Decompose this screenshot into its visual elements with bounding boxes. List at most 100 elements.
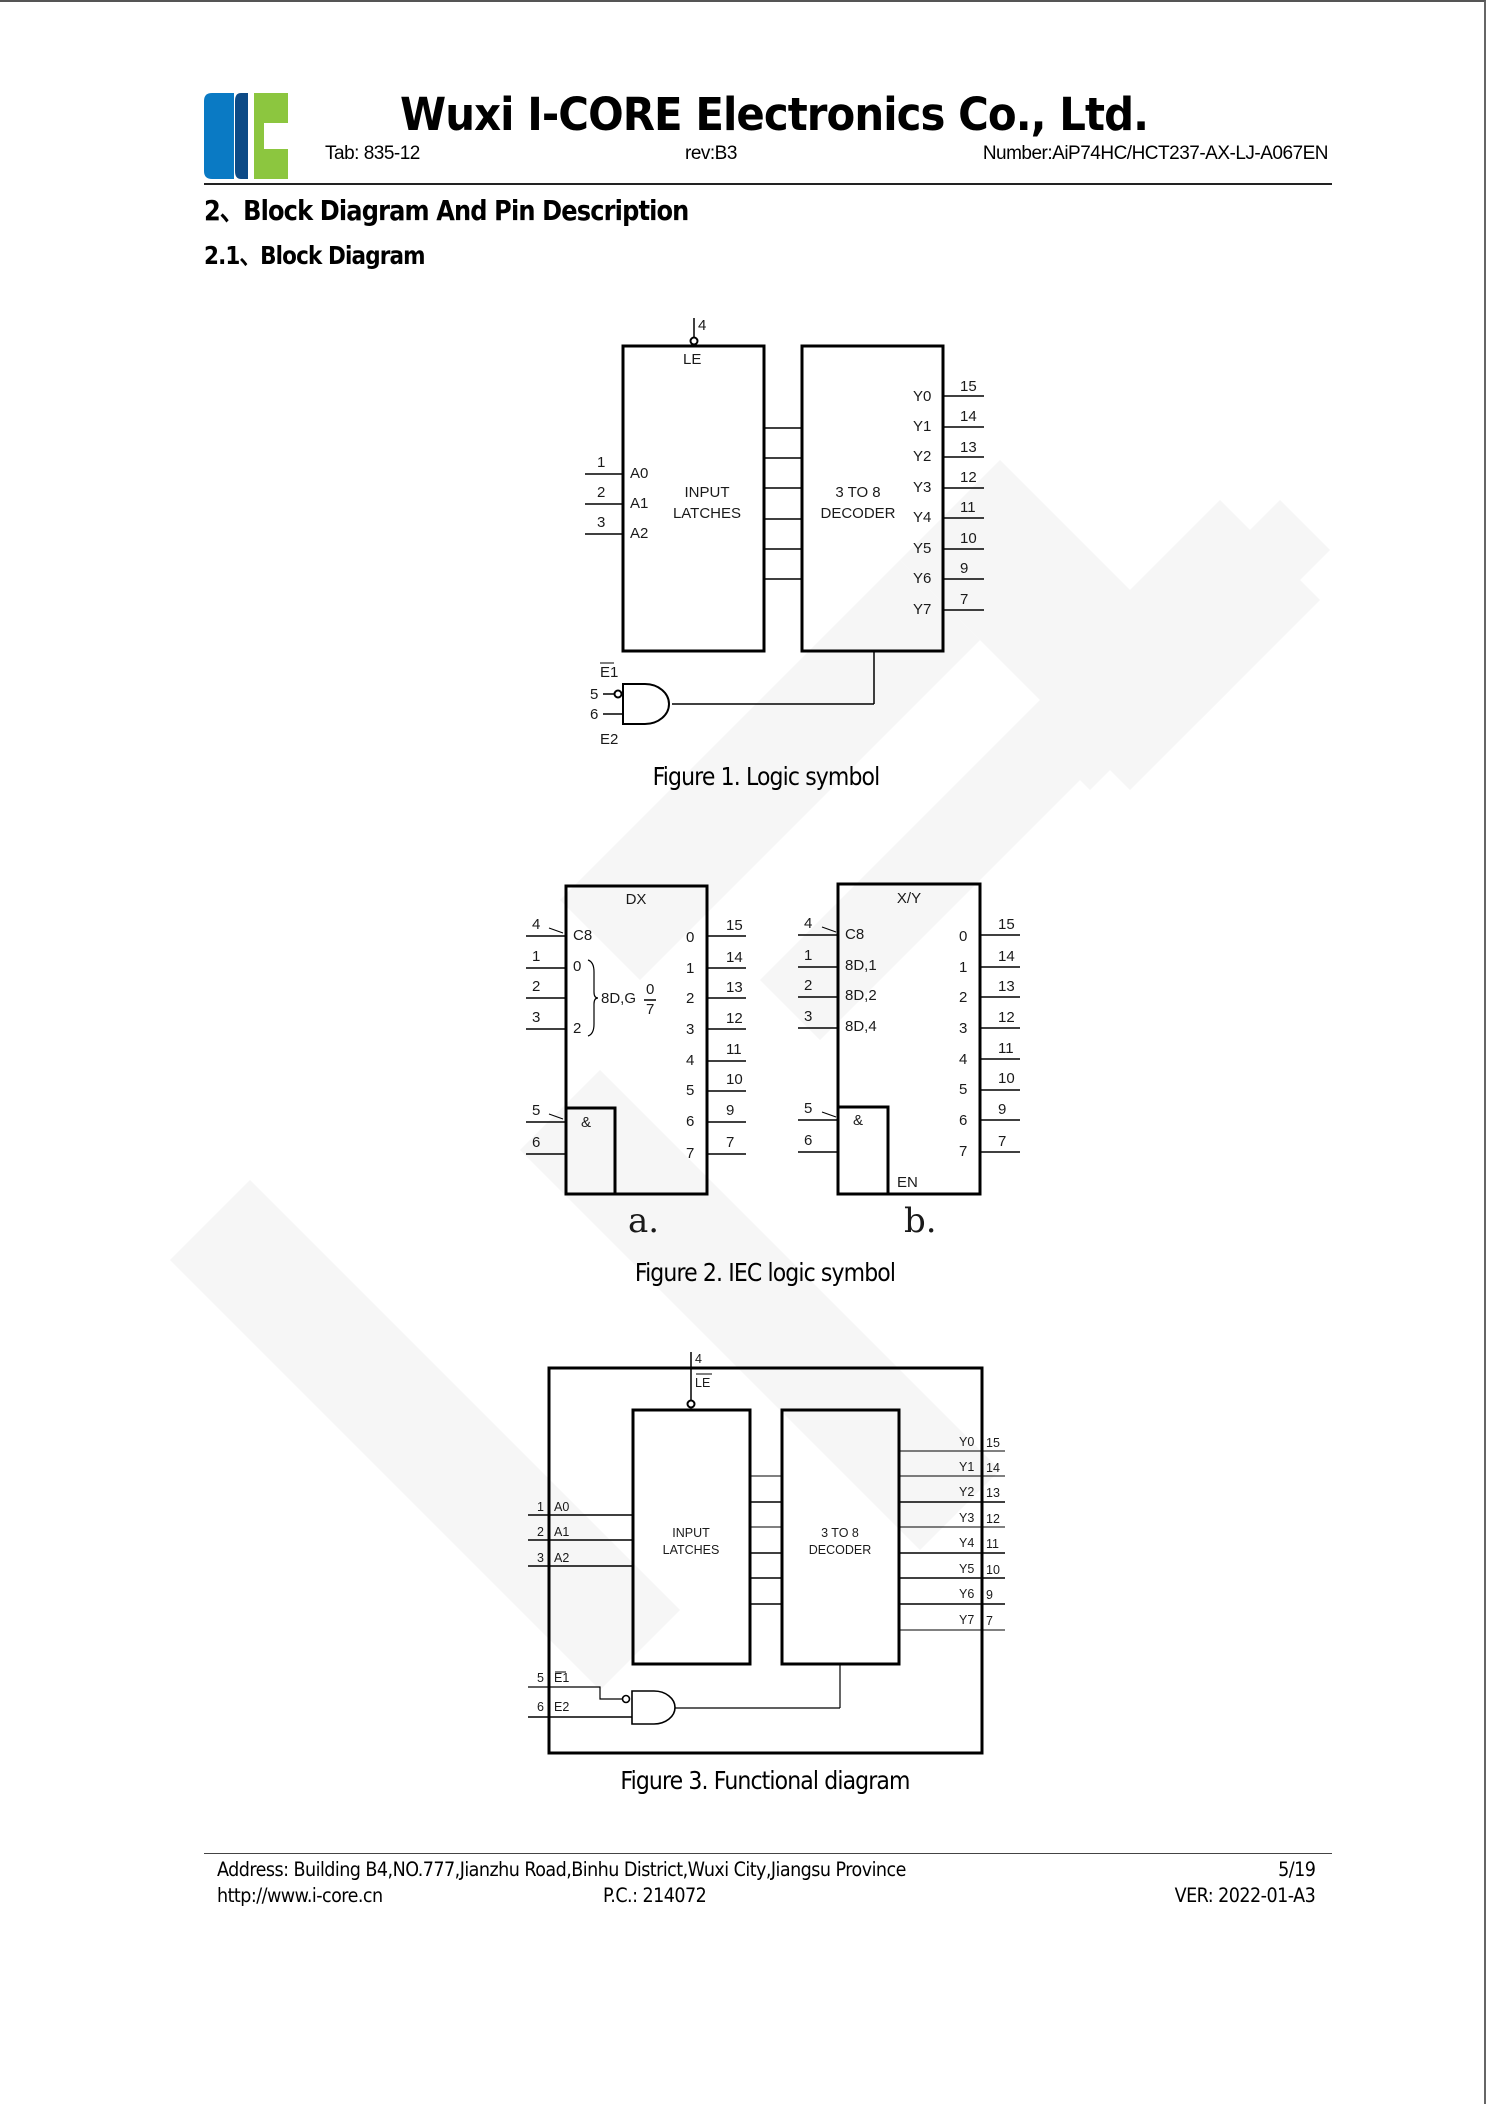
pin-number: 1 — [532, 948, 540, 965]
output-label: Y4 — [959, 1536, 974, 1550]
fraction-bottom: 7 — [646, 1001, 654, 1018]
output-label: Y4 — [913, 509, 931, 526]
pin-number: 3 — [532, 1009, 540, 1026]
footer-address: Address: Building B4,NO.777,Jianzhu Road… — [217, 1858, 906, 1881]
fraction-top: 0 — [646, 981, 654, 998]
pin-number: 5 — [532, 1102, 540, 1119]
pin-number: 11 — [998, 1040, 1014, 1057]
output-label: 4 — [686, 1052, 694, 1069]
and-label: & — [581, 1114, 591, 1131]
pin-number: 2 — [537, 1525, 544, 1539]
pin-number: 7 — [986, 1614, 993, 1628]
output-label: Y3 — [913, 479, 931, 496]
le-pin: 4 — [698, 317, 706, 334]
pin-number: 7 — [726, 1134, 734, 1151]
pin-number: 11 — [726, 1041, 742, 1058]
box-a-title: DX — [626, 891, 647, 908]
e1-label: E1 — [554, 1671, 569, 1685]
pin-number: 15 — [986, 1436, 1000, 1450]
pin-number: 7 — [998, 1133, 1006, 1150]
pin-number: 13 — [986, 1486, 1000, 1500]
pin-number: 15 — [960, 378, 977, 395]
pin-number: 11 — [986, 1537, 999, 1551]
output-label: 0 — [686, 929, 694, 946]
output-label: Y0 — [913, 388, 931, 405]
e2-label: E2 — [554, 1700, 569, 1714]
pin-number: 9 — [726, 1102, 734, 1119]
input-label: 8D,1 — [845, 957, 877, 974]
pin-number: 10 — [998, 1070, 1015, 1087]
input-label: 8D,4 — [845, 1018, 877, 1035]
footer-rule — [204, 1853, 1332, 1854]
pin-number: 1 — [597, 454, 605, 471]
en-label: EN — [897, 1174, 918, 1191]
output-label: 1 — [686, 960, 694, 977]
pin-number: 4 — [804, 915, 812, 932]
pin-number: 14 — [986, 1461, 1000, 1475]
revision: rev:B3 — [685, 143, 737, 164]
output-label: Y3 — [959, 1511, 974, 1525]
output-label: Y5 — [913, 540, 931, 557]
output-label: 6 — [959, 1112, 967, 1129]
footer-version: VER: 2022-01-A3 — [1174, 1884, 1315, 1907]
company-title: Wuxi I-CORE Electronics Co., Ltd. — [400, 88, 1149, 141]
output-label: Y0 — [959, 1435, 974, 1449]
pin-number: 6 — [537, 1700, 544, 1714]
pin-number: 5 — [590, 686, 598, 703]
input-label: 2 — [573, 1020, 581, 1037]
pin-number: 11 — [960, 499, 976, 516]
pin-number: 13 — [726, 979, 743, 996]
pin-number: 12 — [726, 1010, 743, 1027]
pin-number: 12 — [998, 1009, 1015, 1026]
pin-number: 5 — [804, 1100, 812, 1117]
tab-number: Tab: 835-12 — [325, 143, 420, 164]
e2-label: E2 — [600, 731, 618, 748]
pin-number: 3 — [804, 1008, 812, 1025]
section-heading: 2、Block Diagram And Pin Description — [204, 194, 689, 227]
company-logo — [204, 93, 288, 179]
e1-label: E1 — [600, 664, 618, 681]
pin-number: 12 — [960, 469, 977, 486]
pin-number: 2 — [532, 978, 540, 995]
latch-label: INPUT — [685, 484, 730, 501]
output-label: 7 — [959, 1143, 967, 1160]
latch-label: LATCHES — [663, 1543, 720, 1557]
output-label: 5 — [686, 1082, 694, 1099]
subsection-heading: 2.1、Block Diagram — [204, 241, 426, 270]
output-label: Y2 — [913, 448, 931, 465]
and-label: & — [853, 1112, 863, 1129]
output-label: 3 — [686, 1021, 694, 1038]
footer-postcode: P.C.: 214072 — [603, 1884, 707, 1907]
pin-number: 14 — [960, 408, 977, 425]
sub-label-a: a. — [628, 1201, 659, 1241]
output-label: 6 — [686, 1113, 694, 1130]
le-label: LE — [695, 1376, 710, 1390]
pin-number: 9 — [960, 560, 968, 577]
header-rule — [204, 183, 1332, 185]
input-label: A1 — [630, 495, 648, 512]
footer-website[interactable]: http://www.i-core.cn — [217, 1884, 383, 1907]
output-label: Y6 — [959, 1587, 974, 1601]
pin-number: 1 — [804, 947, 812, 964]
pin-number: 10 — [726, 1071, 743, 1088]
pin-number: 10 — [986, 1563, 1000, 1577]
input-label: A0 — [554, 1500, 569, 1514]
pin-number: 3 — [597, 514, 605, 531]
pin-number: 3 — [537, 1551, 544, 1565]
pin-number: 6 — [532, 1134, 540, 1151]
decoder-label: 3 TO 8 — [835, 484, 880, 501]
pin-number: 2 — [804, 977, 812, 994]
pin-number: 9 — [986, 1588, 993, 1602]
output-label: 7 — [686, 1145, 694, 1162]
figure3-caption: Figure 3. Functional diagram — [620, 1766, 910, 1795]
pin-number: 1 — [537, 1500, 544, 1514]
output-label: Y7 — [913, 601, 931, 618]
c8-label: C8 — [573, 927, 592, 944]
pin-number: 12 — [986, 1512, 1000, 1526]
pin-number: 13 — [998, 978, 1015, 995]
c8-label: C8 — [845, 926, 864, 943]
pin-number: 7 — [960, 591, 968, 608]
box-b-title: X/Y — [897, 890, 921, 907]
